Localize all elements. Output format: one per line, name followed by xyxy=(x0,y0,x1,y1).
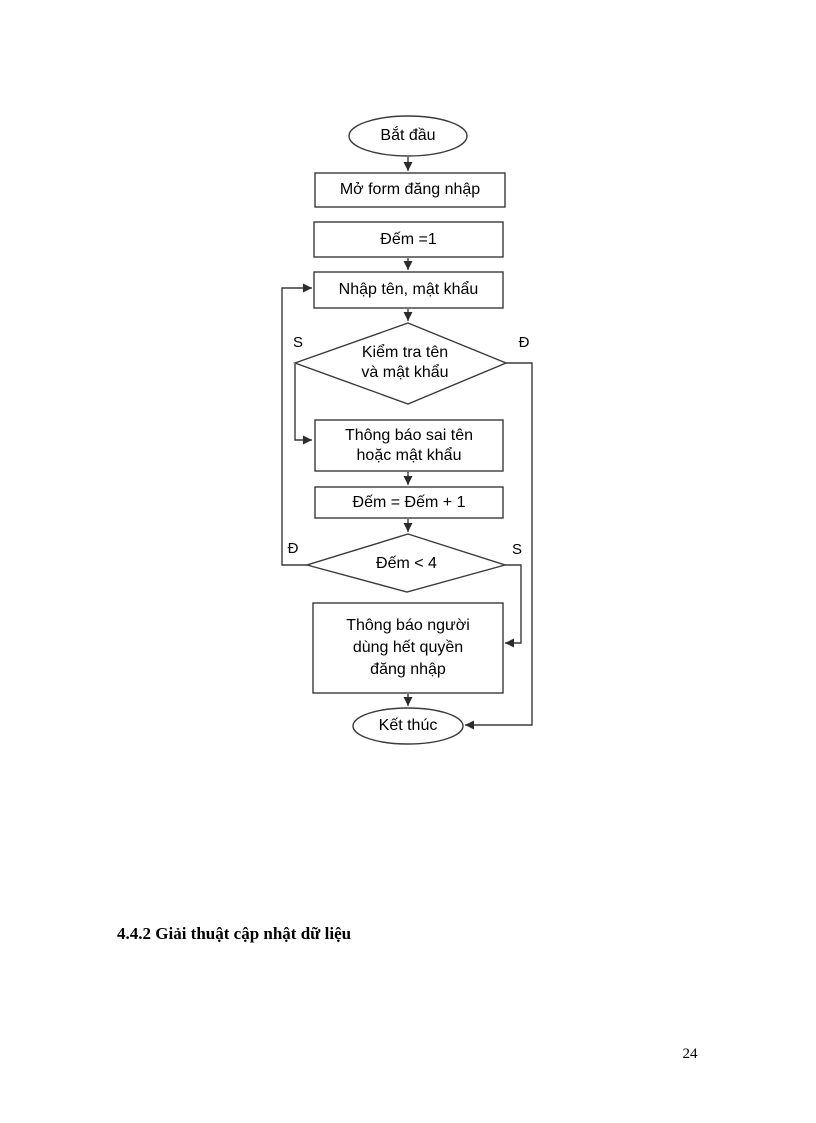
process-init-count-shape xyxy=(313,221,504,258)
end-terminator-shape xyxy=(352,707,464,745)
start-terminator-shape xyxy=(348,115,468,157)
process-increment-shape xyxy=(314,486,504,519)
edge-check-count-no-to-out-of-attempts xyxy=(505,564,522,648)
node-init-count-label: Đếm =1 xyxy=(380,230,437,248)
process-open-form-shape xyxy=(314,172,506,208)
decision-check-count-shape xyxy=(304,533,508,593)
node-open-form-label: Mở form đăng nhập xyxy=(339,181,481,198)
branch-label-check-count-yes: Đ xyxy=(287,539,299,557)
page-number: 24 xyxy=(682,1046,698,1062)
branch-label-check-credentials-no: S xyxy=(292,333,303,351)
node-out-of-attempts-label: Thông báo người dùng hết quyền đăng nhập xyxy=(346,617,470,678)
node-increment-label: Đếm = Đếm + 1 xyxy=(352,493,466,511)
edge-check-credentials-yes-to-end xyxy=(465,362,533,730)
edge-check-credentials-no-to-wrong-notice xyxy=(294,364,312,445)
node-start-label: Bắt đầu xyxy=(380,127,436,144)
process-input-credentials-shape xyxy=(313,271,504,309)
node-input-credentials-label: Nhập tên, mật khẩu xyxy=(338,281,479,298)
node-check-count-label: Đếm < 4 xyxy=(376,555,437,572)
decision-check-credentials-shape xyxy=(292,322,508,405)
branch-label-check-credentials-yes: Đ xyxy=(518,333,530,351)
node-check-credentials-label: Kiểm tra tên và mật khẩu xyxy=(361,344,449,381)
process-out-of-attempts-shape xyxy=(312,602,504,694)
edge-check-count-yes-to-input xyxy=(281,283,312,566)
branch-label-check-count-no: S xyxy=(511,540,522,558)
section-heading: 4.4.2 Giải thuật cập nhật dữ liệu xyxy=(117,924,352,943)
node-wrong-notice-label: Thông báo sai tên hoặc mật khẩu xyxy=(344,426,474,464)
node-end-label: Kết thúc xyxy=(378,717,438,734)
process-wrong-notice-shape xyxy=(314,419,504,472)
